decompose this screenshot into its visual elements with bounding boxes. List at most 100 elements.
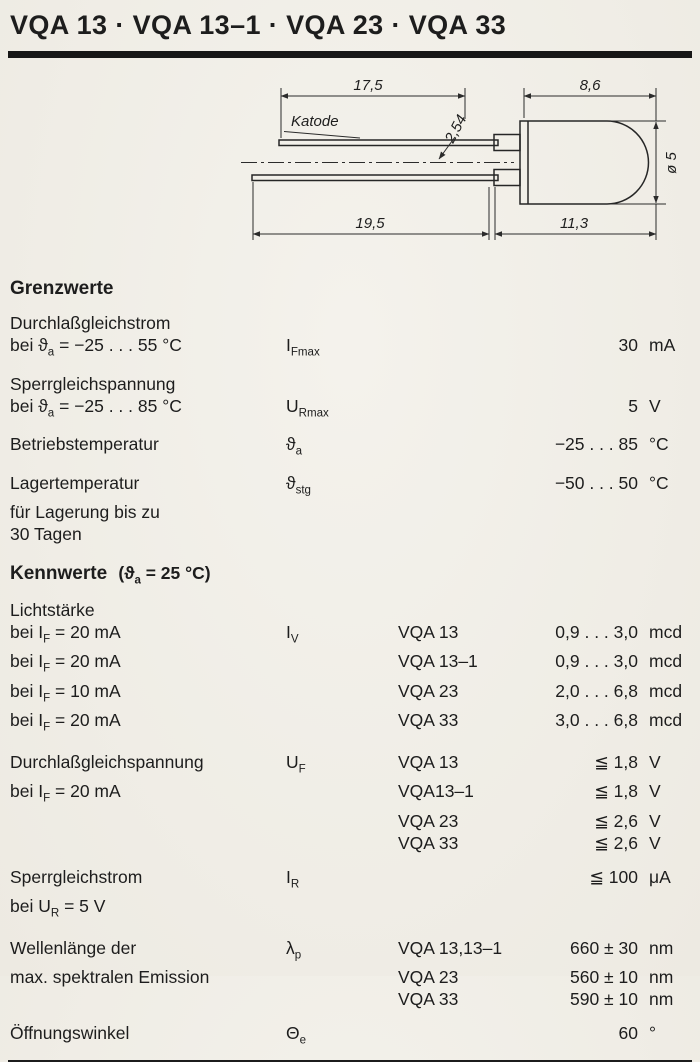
symbol-cell: URmax — [286, 395, 329, 420]
unit-cell: °C — [649, 472, 669, 493]
table-row: bei UR = 5 V — [8, 895, 692, 925]
symbol-cell: UF — [286, 751, 306, 776]
dim-body-bottom-label: 11,3 — [560, 215, 589, 232]
unit-cell: V — [649, 832, 661, 853]
table-row: VQA 23 ≦ 2,6 V — [8, 810, 692, 832]
led-technical-drawing: 17,5 8,6 Katode 2,54 ø 5 19,5 11,3 — [241, 77, 680, 240]
table-row: Öffnungswinkel Θe 60 ° — [8, 1022, 692, 1052]
value-cell: −50 . . . 50 — [554, 472, 638, 493]
table-row: Durchlaßgleichspannung UF VQA 13 ≦ 1,8 V — [8, 751, 692, 781]
unit-cell: mcd — [649, 710, 683, 730]
symbol-cell: IFmax — [286, 335, 320, 359]
title-rule — [8, 51, 692, 58]
unit-cell: μA — [649, 866, 671, 887]
kennwerte-section: Kennwerte (ϑa = 25 °C) Lichtstärke bei I… — [8, 563, 692, 1052]
durchlassspannung-block: Durchlaßgleichspannung UF VQA 13 ≦ 1,8 V… — [8, 751, 692, 854]
oeffnungswinkel-block: Öffnungswinkel Θe 60 ° — [8, 1022, 692, 1052]
device-cell: VQA 13,13–1 — [398, 937, 503, 958]
condition-label: bei IF = 20 mA — [10, 710, 121, 734]
device-cell: VQA 33 — [398, 832, 459, 853]
kennwerte-heading: Kennwerte (ϑa = 25 °C) — [10, 563, 692, 587]
unit-cell: nm — [649, 989, 674, 1009]
unit-cell: nm — [649, 937, 674, 958]
device-cell: VQA13–1 — [398, 781, 474, 801]
table-row-sperrgleichspannung: Sperrgleichspannung bei ϑa = −25 . . . 8… — [8, 373, 692, 425]
symbol-cell: IR — [286, 866, 300, 891]
unit-cell: nm — [649, 967, 674, 987]
table-row: bei IF = 20 mA VQA 33 3,0 . . . 6,8 mcd — [8, 709, 692, 739]
device-cell: VQA 13–1 — [398, 651, 478, 671]
value-cell: 30 — [618, 335, 638, 355]
unit-cell: V — [649, 751, 661, 772]
kennwerte-condition: (ϑa = 25 °C) — [118, 563, 211, 587]
unit-cell: °C — [649, 434, 669, 454]
value-cell: 60 — [618, 1023, 638, 1043]
table-row: max. spektralen Emission VQA 23 560 ± 10… — [8, 966, 692, 988]
condition-label: bei IF = 20 mA — [10, 651, 121, 675]
value-cell: ≦ 1,8 — [594, 751, 638, 772]
table-row: bei IF = 20 mA VQA13–1 ≦ 1,8 V — [8, 780, 692, 810]
symbol-cell: ϑa — [286, 434, 302, 458]
table-row: bei IF = 20 mA IV VQA 13 0,9 . . . 3,0 m… — [8, 621, 692, 651]
value-cell: ≦ 2,6 — [594, 832, 638, 853]
parameter-label: Betriebstemperatur — [10, 434, 159, 454]
condition-label: bei IF = 10 mA — [10, 680, 121, 705]
value-cell: 5 — [628, 395, 638, 416]
condition-label: bei UR = 5 V — [10, 896, 106, 920]
unit-cell: V — [649, 395, 661, 416]
value-cell: ≦ 2,6 — [594, 810, 638, 831]
condition-label: bei ϑa = −25 . . . 55 °C — [10, 335, 182, 359]
value-cell: 2,0 . . . 6,8 — [555, 680, 638, 701]
lichtstaerke-block: Lichtstärke bei IF = 20 mA IV VQA 13 0,9… — [8, 599, 692, 739]
katode-label: Katode — [291, 113, 339, 130]
table-row: bei IF = 20 mA VQA 13–1 0,9 . . . 3,0 mc… — [8, 650, 692, 680]
condition-label: bei IF = 20 mA — [10, 621, 121, 646]
device-cell: VQA 13 — [398, 621, 459, 642]
unit-cell: V — [649, 810, 661, 831]
dim-body-top-label: 8,6 — [580, 77, 602, 94]
value-cell: 0,9 . . . 3,0 — [555, 621, 638, 642]
device-cell: VQA 33 — [398, 710, 459, 730]
table-row: bei IF = 10 mA VQA 23 2,0 . . . 6,8 mcd — [8, 680, 692, 710]
table-row: Sperrgleichstrom IR ≦ 100 μA — [8, 866, 692, 896]
value-cell: −25 . . . 85 — [554, 434, 638, 454]
symbol-cell: ϑstg — [286, 472, 311, 497]
grenzwerte-section: Grenzwerte Durchlaßgleichstrom bei ϑa = … — [8, 278, 692, 545]
parameter-label: Wellenlänge der — [10, 937, 137, 958]
dim-lead-bottom-label: 19,5 — [355, 215, 385, 232]
dim-lead-top-label: 17,5 — [353, 77, 383, 94]
parameter-label: Lichtstärke — [10, 599, 95, 620]
dim-diameter-label: ø 5 — [663, 152, 680, 174]
wellenlaenge-block: Wellenlänge der λp VQA 13,13–1 660 ± 30 … — [8, 937, 692, 1011]
symbol-cell: λp — [286, 937, 302, 962]
table-row: VQA 33 ≦ 2,6 V — [8, 832, 692, 854]
parameter-label: Durchlaßgleichstrom — [10, 313, 171, 333]
dim-pitch-label: 2,54 — [441, 112, 470, 147]
unit-cell: ° — [649, 1023, 656, 1043]
unit-cell: mcd — [649, 680, 683, 701]
page-title: VQA 13 · VQA 13–1 · VQA 23 · VQA 33 — [10, 10, 507, 40]
sperrstrom-block: Sperrgleichstrom IR ≦ 100 μA bei UR = 5 … — [8, 866, 692, 925]
value-cell: 590 ± 10 — [570, 989, 638, 1009]
table-row: VQA 33 590 ± 10 nm — [8, 988, 692, 1010]
condition-label: für Lagerung bis zu — [10, 502, 160, 522]
value-cell: ≦ 1,8 — [594, 781, 638, 801]
dimension-lines-icon — [252, 88, 666, 240]
bottom-rule — [8, 1059, 692, 1062]
table-row-betriebstemperatur: Betriebstemperatur ϑa −25 . . . 85 °C — [8, 433, 692, 463]
device-cell: VQA 13 — [398, 751, 459, 772]
value-cell: 0,9 . . . 3,0 — [555, 651, 638, 671]
table-row-durchlassgleichstrom: Durchlaßgleichstrom bei ϑa = −25 . . . 5… — [8, 312, 692, 364]
table-row: Wellenlänge der λp VQA 13,13–1 660 ± 30 … — [8, 937, 692, 967]
parameter-label: Sperrgleichspannung — [10, 373, 176, 394]
kennwerte-heading-text: Kennwerte — [10, 563, 108, 584]
device-cell: VQA 23 — [398, 680, 459, 701]
led-outline-icon — [251, 120, 650, 205]
value-cell: 3,0 . . . 6,8 — [555, 710, 638, 730]
unit-cell: mcd — [649, 651, 683, 671]
table-row-lagertemperatur: Lagertemperatur ϑstg −50 . . . 50 °C für… — [8, 472, 692, 546]
symbol-cell: Θe — [286, 1023, 307, 1047]
value-cell: ≦ 100 — [589, 866, 638, 887]
condition-label: max. spektralen Emission — [10, 967, 210, 987]
